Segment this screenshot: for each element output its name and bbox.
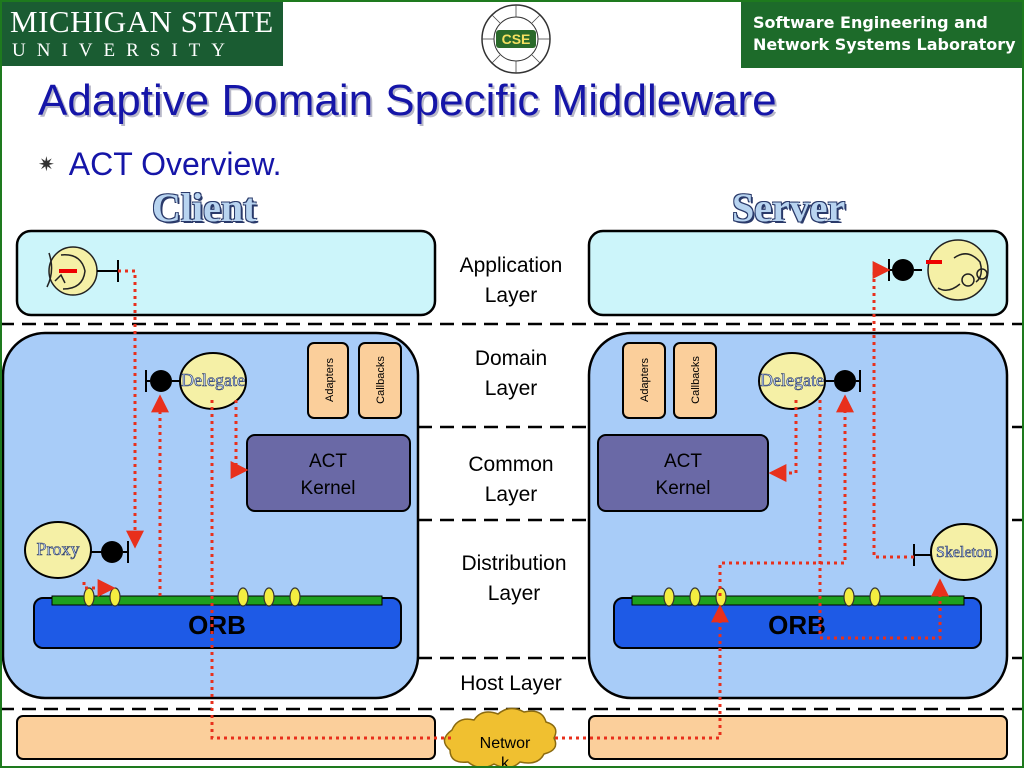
client-callbacks-box	[358, 342, 402, 419]
cse-seal-logo: CSE	[481, 4, 551, 74]
msu-logo-line2: UNIVERSITY	[12, 40, 236, 61]
application-label-line2: Layer	[484, 284, 538, 307]
lab-logo: Software Engineering and Network Systems…	[741, 2, 1022, 68]
server-app-socket	[892, 259, 914, 281]
server-kernel-line2: Kernel	[656, 478, 711, 499]
label-domain-layer: Domain Layer	[436, 344, 586, 404]
client-act-kernel	[246, 434, 411, 512]
lab-logo-line1: Software Engineering and	[753, 13, 988, 32]
network-label-line1: Networ	[480, 735, 531, 752]
flow-paths	[82, 261, 949, 740]
client-heading: Client	[152, 185, 257, 230]
client-kernel-line1: ACT	[309, 451, 347, 472]
client-adapters-box	[307, 342, 349, 419]
flow-server-delegate-to-kernel	[768, 400, 798, 482]
server-adapters-box	[622, 342, 666, 419]
label-host-layer: Host Layer	[460, 672, 562, 695]
proxy-label: Proxy	[36, 539, 79, 559]
flow-client-app-to-proxy	[118, 269, 144, 549]
flow-skeleton-to-app	[872, 261, 914, 559]
bullet-star-icon: ✷	[38, 154, 55, 176]
common-label-line1: Common	[468, 453, 554, 476]
server-app-icon	[926, 239, 989, 301]
proxy	[24, 521, 92, 579]
client-delegate-socket	[150, 370, 172, 392]
server-kernel-line1: ACT	[664, 451, 702, 472]
flow-delegate-to-kernel	[230, 400, 249, 479]
distribution-label-line1: Distribution	[461, 552, 567, 575]
slide-title: Adaptive Domain Specific Middleware	[38, 76, 777, 125]
server-delegate-label: Delegate	[760, 370, 824, 390]
domain-label-line2: Layer	[484, 377, 538, 400]
application-label-line1: Application	[459, 254, 563, 277]
label-application-layer: Application Layer	[436, 251, 586, 311]
seal-text: CSE	[502, 31, 531, 47]
label-common-layer: Common Layer	[436, 450, 586, 510]
server-act-kernel	[597, 434, 769, 512]
bullet-item: ✷ ACT Overview.	[38, 146, 282, 183]
server-host-bar	[588, 715, 1008, 760]
proxy-socket	[101, 541, 123, 563]
client-delegate-label: Delegate	[181, 370, 245, 390]
client-callbacks-label: Callbacks	[375, 356, 387, 404]
orb-ports	[83, 587, 881, 607]
server-orb-green-strip	[631, 595, 965, 606]
msu-logo: MICHIGAN STATE UNIVERSITY	[2, 2, 283, 66]
server-adapters-label: Adapters	[639, 357, 651, 402]
distribution-label-line2: Layer	[487, 582, 541, 605]
msu-logo-line1: MICHIGAN STATE	[10, 4, 274, 39]
common-label-line2: Layer	[484, 483, 538, 506]
skeleton	[930, 523, 998, 581]
client-kernel-line2: Kernel	[301, 478, 356, 499]
network-cloud	[443, 707, 557, 768]
flow-client-to-network	[210, 400, 452, 740]
server-callbacks-box	[673, 342, 717, 419]
server-callbacks-label: Callbacks	[690, 356, 702, 404]
client-orb-label: ORB	[188, 610, 246, 640]
network-label-line2: k	[501, 755, 510, 768]
server-orb-label: ORB	[768, 610, 826, 640]
server-delegate-socket	[834, 370, 856, 392]
lab-logo-line2: Network Systems Laboratory	[753, 35, 1016, 54]
server-heading: Server	[732, 185, 846, 230]
client-app-panel	[15, 229, 437, 317]
flow-server-orb-to-delegate	[718, 394, 854, 596]
bullet-text: ACT Overview.	[68, 146, 282, 182]
flow-proxy-to-orb	[82, 579, 116, 597]
client-adapters-label: Adapters	[324, 357, 336, 402]
flow-skeleton-to-orb	[818, 400, 949, 640]
domain-label-line1: Domain	[474, 347, 548, 370]
label-distribution-layer: Distribution Layer	[439, 549, 589, 609]
server-app-panel	[587, 229, 1009, 317]
skeleton-label: Skeleton	[936, 544, 992, 561]
